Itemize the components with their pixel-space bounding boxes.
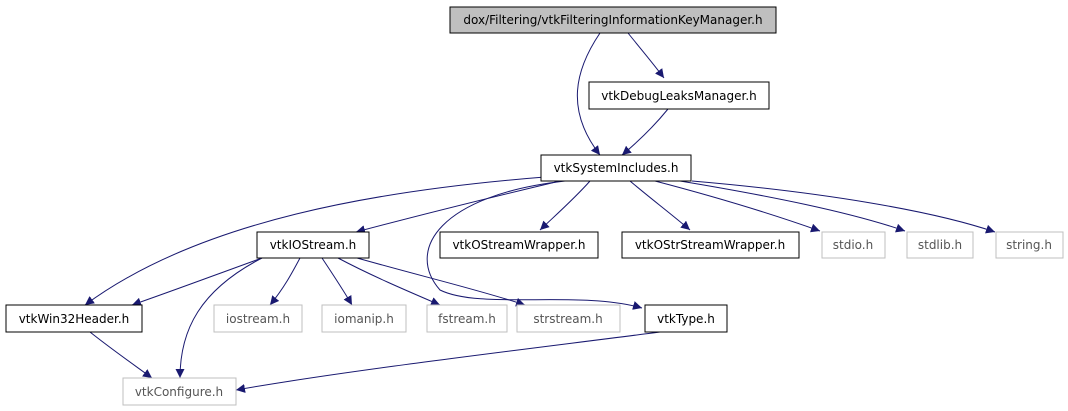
edge-sysinc-to-iostr <box>355 180 561 235</box>
node-iostream-label: iostream.h <box>226 312 290 326</box>
node-stdio-label: stdio.h <box>833 238 873 252</box>
node-debug-leaks-manager[interactable]: vtkDebugLeaksManager.h <box>588 81 770 110</box>
edge-iostr-to-iostream <box>269 257 301 306</box>
edge-sysinc-to-type <box>426 180 643 310</box>
node-stdlib[interactable]: stdlib.h <box>906 231 974 259</box>
edge-sysinc-to-ostrsw <box>629 180 691 231</box>
edge-sysinc-to-win32 <box>84 176 546 306</box>
node-root-label: dox/Filtering/vtkFilteringInformationKey… <box>463 13 762 27</box>
node-ostream-wrapper-label: vtkOStreamWrapper.h <box>452 238 585 252</box>
node-vtkconfigure-label: vtkConfigure.h <box>135 385 223 399</box>
edge-iostr-to-iomanip <box>321 257 353 306</box>
node-stdio[interactable]: stdio.h <box>821 231 886 259</box>
node-vtkiostream[interactable]: vtkIOStream.h <box>256 231 370 259</box>
edge-iostr-to-config <box>175 257 263 379</box>
node-vtktype-label: vtkType.h <box>657 312 715 326</box>
node-vtkiostream-label: vtkIOStream.h <box>270 238 357 252</box>
node-root[interactable]: dox/Filtering/vtkFilteringInformationKey… <box>449 6 777 34</box>
node-vtktype[interactable]: vtkType.h <box>644 304 728 333</box>
node-win32-header-label: vtkWin32Header.h <box>19 312 130 326</box>
node-fstream[interactable]: fstream.h <box>426 304 508 333</box>
node-string[interactable]: string.h <box>995 231 1064 259</box>
node-stdlib-label: stdlib.h <box>918 238 962 252</box>
node-ostrstream-wrapper-label: vtkOStrStreamWrapper.h <box>635 238 785 252</box>
node-iostream[interactable]: iostream.h <box>213 304 303 333</box>
edge-iostr-to-strstream <box>349 255 526 307</box>
edge-iostr-to-win32 <box>131 257 263 307</box>
node-strstream[interactable]: strstream.h <box>516 304 621 333</box>
edge-root-to-sysinc <box>577 32 601 156</box>
node-system-includes[interactable]: vtkSystemIncludes.h <box>540 154 692 182</box>
edge-win32-to-config <box>89 331 153 379</box>
node-ostream-wrapper[interactable]: vtkOStreamWrapper.h <box>439 231 599 259</box>
node-debug-leaks-manager-label: vtkDebugLeaksManager.h <box>601 89 757 103</box>
node-system-includes-label: vtkSystemIncludes.h <box>554 161 679 175</box>
edge-sysinc-to-string <box>691 180 996 234</box>
edge-root-to-debug <box>627 32 665 79</box>
edge-sysinc-to-stdlib <box>679 180 906 233</box>
edge-sysinc-to-ostrw <box>539 180 591 231</box>
node-string-label: string.h <box>1006 238 1052 252</box>
node-vtkconfigure[interactable]: vtkConfigure.h <box>122 377 237 406</box>
node-fstream-label: fstream.h <box>438 312 496 326</box>
node-iomanip[interactable]: iomanip.h <box>321 304 407 333</box>
edge-type-to-config <box>235 331 661 393</box>
node-ostrstream-wrapper[interactable]: vtkOStrStreamWrapper.h <box>621 231 800 259</box>
node-win32-header[interactable]: vtkWin32Header.h <box>5 304 143 333</box>
edge-sysinc-to-stdio <box>654 180 821 233</box>
edge-iostr-to-fstream <box>337 257 441 306</box>
node-strstream-label: strstream.h <box>533 312 602 326</box>
node-iomanip-label: iomanip.h <box>334 312 394 326</box>
edge-debug-to-sysinc <box>621 108 669 156</box>
